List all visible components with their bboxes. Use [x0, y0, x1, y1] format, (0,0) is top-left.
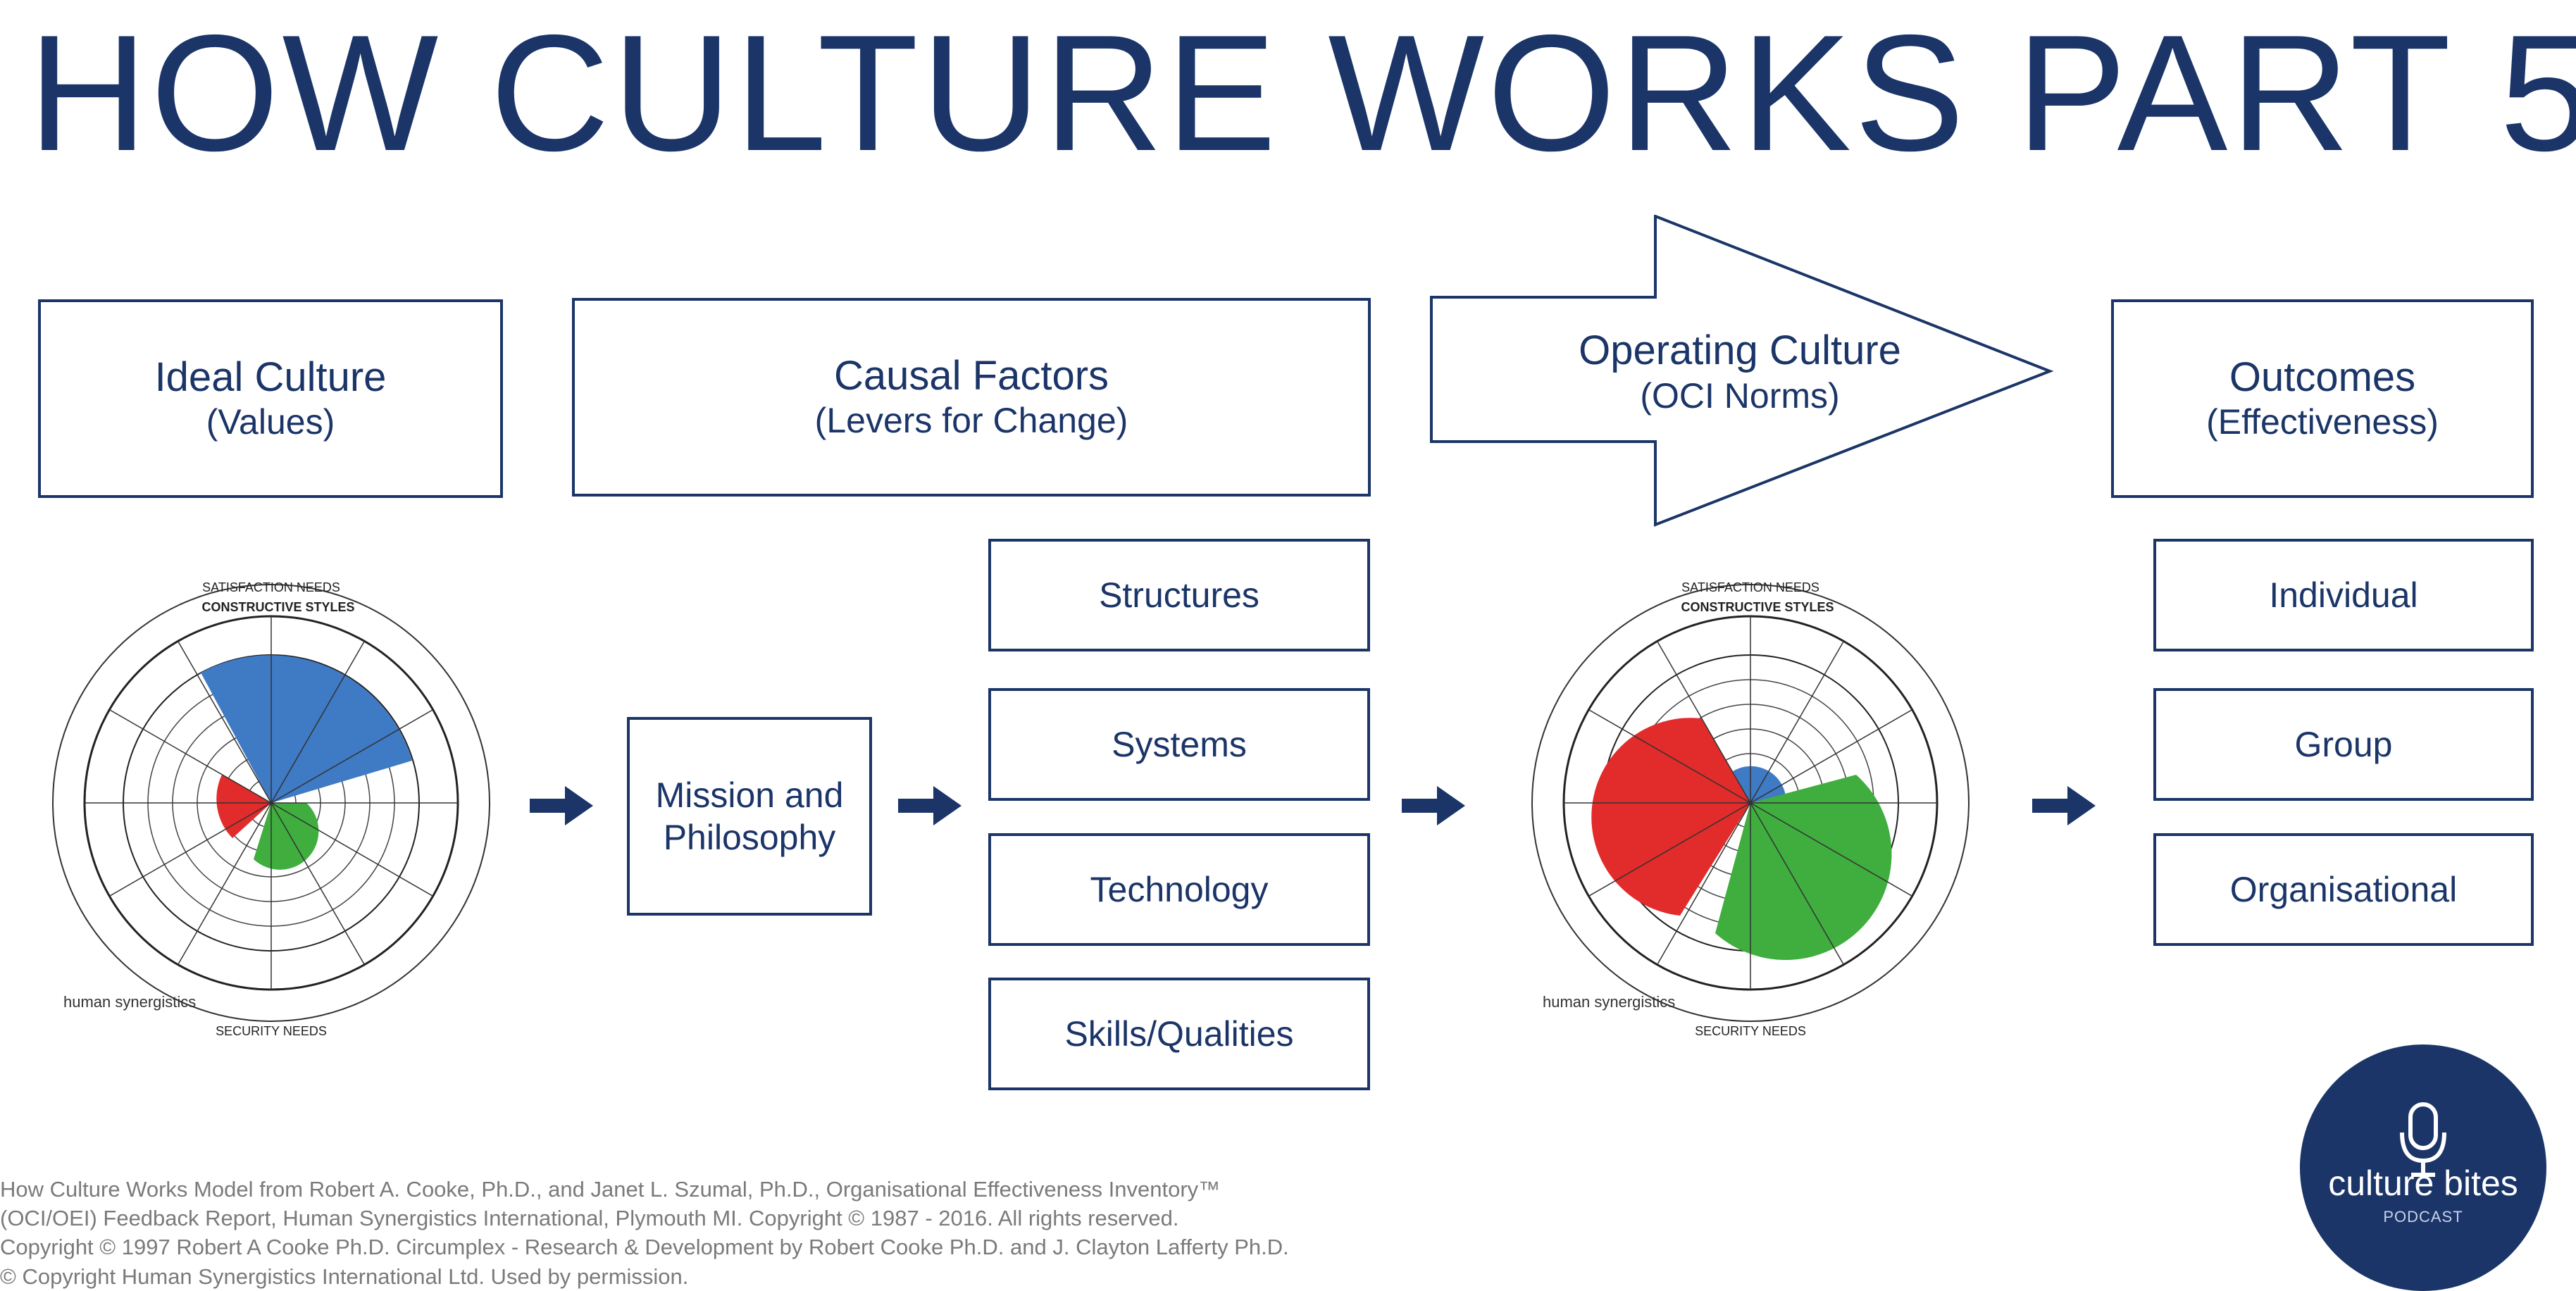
- causal-factors-subtitle: (Levers for Change): [814, 401, 1128, 441]
- operating-circumplex-chart: SATISFACTION NEEDS SECURITY NEEDS CONSTR…: [1531, 580, 1970, 1038]
- footer-line: How Culture Works Model from Robert A. C…: [0, 1177, 1221, 1202]
- lever-label: Technology: [1090, 870, 1269, 909]
- page-title: HOW CULTURE WORKS PART 5: [28, 0, 2576, 185]
- outcome-label: Organisational: [2229, 870, 2458, 909]
- microphone-icon: [2400, 1102, 2446, 1177]
- footer-line: Copyright © 1997 Robert A Cooke Ph.D. Ci…: [0, 1235, 1289, 1260]
- outcome-label: Individual: [2269, 575, 2418, 615]
- security-needs-label: SECURITY NEEDS: [216, 1024, 327, 1038]
- outcome-individual-box: Individual: [2153, 539, 2534, 651]
- lever-label: Systems: [1112, 725, 1247, 764]
- causal-factors-title: Causal Factors: [833, 352, 1109, 399]
- lever-label: Skills/Qualities: [1064, 1014, 1294, 1054]
- lever-systems-box: Systems: [988, 688, 1370, 801]
- constructive-styles-label: CONSTRUCTIVE STYLES: [201, 600, 354, 614]
- lever-structures-box: Structures: [988, 539, 1370, 651]
- footer-line: © Copyright Human Synergistics Internati…: [0, 1264, 689, 1289]
- causal-factors-box: Causal Factors (Levers for Change): [572, 298, 1371, 497]
- brand-logo-text: human synergistics: [63, 993, 196, 1011]
- outcomes-box: Outcomes (Effectiveness): [2111, 299, 2534, 498]
- satisfaction-needs-label: SATISFACTION NEEDS: [1681, 580, 1819, 594]
- logo-title: culture bites: [2328, 1164, 2518, 1203]
- mission-philosophy-box: Mission and Philosophy: [627, 717, 872, 916]
- mission-line-2: Philosophy: [663, 818, 836, 857]
- outcomes-subtitle: (Effectiveness): [2206, 402, 2439, 442]
- operating-culture-label: Operating Culture (OCI Norms): [1430, 328, 2050, 417]
- constructive-styles-label: CONSTRUCTIVE STYLES: [1681, 600, 1834, 614]
- lever-technology-box: Technology: [988, 833, 1370, 946]
- logo-subtitle: PODCAST: [2383, 1208, 2463, 1225]
- brand-logo-text: human synergistics: [1543, 993, 1675, 1011]
- footer-copyright: How Culture Works Model from Robert A. C…: [0, 1175, 1289, 1291]
- security-needs-label: SECURITY NEEDS: [1695, 1024, 1806, 1038]
- culture-bites-logo: [2300, 1044, 2546, 1291]
- outcome-label: Group: [2294, 725, 2393, 764]
- lever-skills-box: Skills/Qualities: [988, 978, 1370, 1090]
- mission-line-1: Mission and: [655, 775, 844, 815]
- ideal-circumplex-chart: SATISFACTION NEEDS SECURITY NEEDS CONSTR…: [52, 580, 490, 1038]
- footer-line: (OCI/OEI) Feedback Report, Human Synergi…: [0, 1206, 1179, 1231]
- flow-arrow-icon: [1402, 786, 1465, 825]
- operating-culture-subtitle: (OCI Norms): [1640, 375, 1840, 416]
- flow-arrow-icon: [898, 786, 962, 825]
- flow-arrow-icon: [530, 786, 593, 825]
- operating-culture-arrow-shape: [1430, 215, 2054, 527]
- ideal-culture-subtitle: (Values): [206, 402, 335, 442]
- satisfaction-needs-label: SATISFACTION NEEDS: [202, 580, 340, 594]
- outcome-group-box: Group: [2153, 688, 2534, 801]
- lever-label: Structures: [1099, 575, 1259, 615]
- operating-culture-title: Operating Culture: [1579, 328, 1901, 373]
- ideal-culture-title: Ideal Culture: [154, 354, 387, 400]
- outcome-organisational-box: Organisational: [2153, 833, 2534, 946]
- outcomes-title: Outcomes: [2229, 354, 2416, 400]
- ideal-culture-box: Ideal Culture (Values): [38, 299, 503, 498]
- flow-arrow-icon: [2032, 786, 2096, 825]
